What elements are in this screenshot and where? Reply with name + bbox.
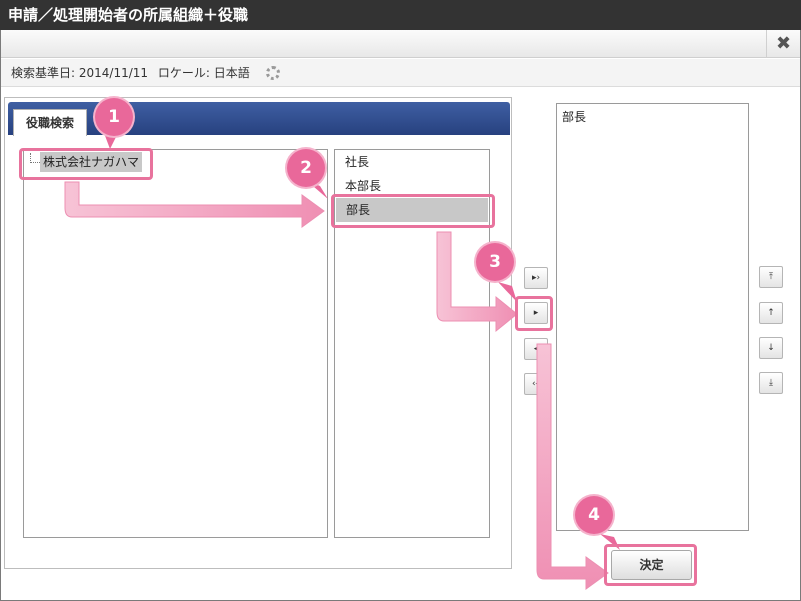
decide-button[interactable]: 決定 xyxy=(611,550,692,580)
list-item[interactable]: 社長 xyxy=(345,155,370,169)
locale-label: ロケール: 日本語 xyxy=(157,66,250,80)
dialog-title: 申請／処理開始者の所属組織＋役職 xyxy=(0,0,801,30)
move-down-button[interactable]: ↓ xyxy=(759,337,783,359)
close-icon[interactable]: ✖ xyxy=(766,30,800,58)
move-bottom-button[interactable]: ⤓ xyxy=(759,372,783,394)
add-button[interactable]: ▸ xyxy=(524,302,548,324)
move-up-button[interactable]: ↑ xyxy=(759,302,783,324)
add-all-button[interactable]: ▸› xyxy=(524,267,548,289)
gear-icon[interactable] xyxy=(265,65,280,80)
info-bar: 検索基準日: 2014/11/11 ロケール: 日本語 xyxy=(1,59,800,87)
list-item[interactable]: 本部長 xyxy=(345,179,382,193)
selected-list: 部長 xyxy=(556,103,749,531)
position-list: 社長 本部長 部長 xyxy=(334,149,490,538)
search-date-label: 検索基準日: 2014/11/11 xyxy=(11,66,149,80)
step-badge-4: 4 xyxy=(575,496,613,534)
organization-tree: 株式会社ナガハマ xyxy=(23,149,328,538)
step-badge-1: 1 xyxy=(95,98,133,136)
list-item[interactable]: 部長 xyxy=(336,198,488,222)
tree-node-root[interactable]: 株式会社ナガハマ xyxy=(40,152,143,172)
tab-position-search[interactable]: 役職検索 xyxy=(13,109,88,136)
remove-button[interactable]: ◂ xyxy=(524,338,548,360)
search-panel: 役職検索 株式会社ナガハマ 社長 本部長 部長 xyxy=(4,97,512,569)
dialog-toolbar: ✖ xyxy=(1,30,800,58)
remove-all-button[interactable]: ‹◂ xyxy=(524,373,548,395)
tree-connector xyxy=(30,153,40,163)
move-top-button[interactable]: ⤒ xyxy=(759,266,783,288)
step-badge-3: 3 xyxy=(476,243,514,281)
step-badge-2: 2 xyxy=(287,149,325,187)
selected-item[interactable]: 部長 xyxy=(562,110,587,124)
tab-bar: 役職検索 xyxy=(8,102,510,136)
